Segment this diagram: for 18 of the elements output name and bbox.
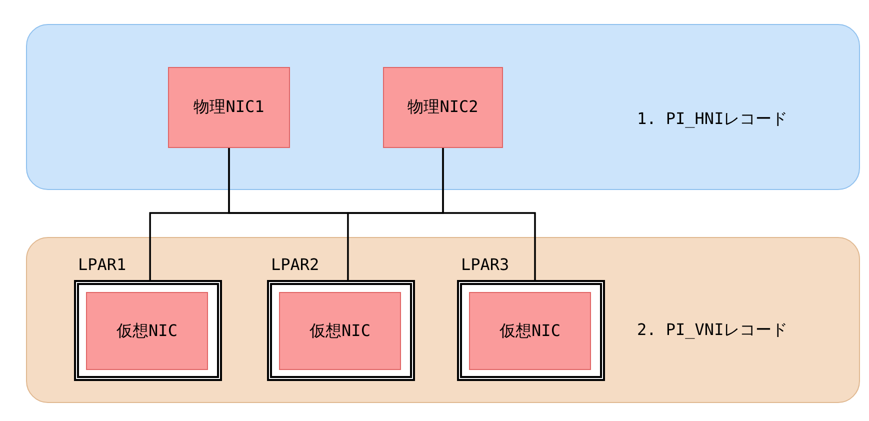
lpar-label: LPAR2 bbox=[271, 255, 320, 274]
group-label: 1. PI_HNIレコード bbox=[637, 109, 788, 130]
nic-box bbox=[469, 292, 591, 370]
nic-box bbox=[168, 67, 290, 148]
group-band bbox=[26, 237, 860, 403]
nic-label: 仮想NIC bbox=[310, 320, 370, 342]
lpar-label: LPAR3 bbox=[461, 255, 510, 274]
nic-box bbox=[279, 292, 401, 370]
group-label: 2. PI_VNIレコード bbox=[637, 320, 788, 341]
nic-label: 物理NIC2 bbox=[408, 97, 478, 118]
nic-label: 仮想NIC bbox=[500, 320, 560, 342]
nic-label: 物理NIC1 bbox=[194, 97, 264, 118]
connector-line bbox=[442, 148, 536, 280]
nic-box bbox=[383, 67, 503, 148]
nic-box bbox=[86, 292, 208, 370]
lpar-label: LPAR1 bbox=[78, 255, 126, 274]
group-band bbox=[26, 24, 860, 190]
nic-label: 仮想NIC bbox=[116, 320, 178, 342]
